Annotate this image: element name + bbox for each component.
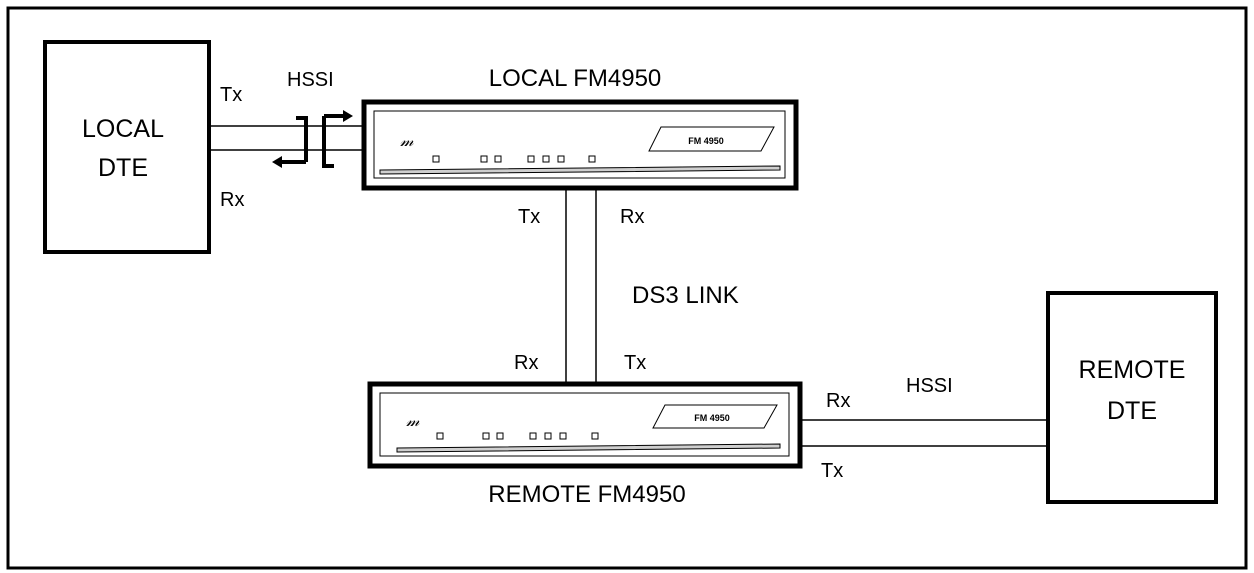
remote-dte-box: REMOTE DTE (1048, 293, 1216, 502)
remote-tx-label: Tx (821, 460, 843, 482)
ds3-bottom-rx-label: Rx (514, 352, 538, 374)
m-script-logo-icon: 𝓂 (400, 133, 414, 150)
local-dte-box: LOCAL DTE (45, 42, 209, 252)
local-fm4950-unit: 𝓂 FM 4950 (364, 102, 796, 188)
ds3-link-label: DS3 LINK (632, 282, 739, 309)
remote-dte-label-line2: DTE (1107, 397, 1157, 425)
local-dte-label-line1: LOCAL (82, 115, 164, 143)
local-fm-title: LOCAL FM4950 (489, 65, 662, 92)
hssi-connector-icon (272, 110, 353, 168)
remote-rx-label: Rx (826, 390, 850, 412)
local-hssi-label: HSSI (287, 69, 334, 91)
local-fm-panel-label: FM 4950 (688, 136, 724, 146)
remote-fm-panel-label: FM 4950 (694, 413, 730, 423)
ds3-top-tx-label: Tx (518, 206, 540, 228)
ds3-top-rx-label: Rx (620, 206, 644, 228)
remote-hssi-label: HSSI (906, 375, 953, 397)
local-rx-label: Rx (220, 189, 244, 211)
ds3-bottom-tx-label: Tx (624, 352, 646, 374)
local-dte-label-line2: DTE (98, 154, 148, 182)
local-tx-label: Tx (220, 84, 242, 106)
remote-dte-label-line1: REMOTE (1079, 356, 1186, 384)
m-script-logo-icon: 𝓂 (406, 413, 420, 430)
remote-fm-title: REMOTE FM4950 (488, 481, 685, 508)
remote-fm4950-unit: 𝓂 FM 4950 (370, 384, 800, 466)
